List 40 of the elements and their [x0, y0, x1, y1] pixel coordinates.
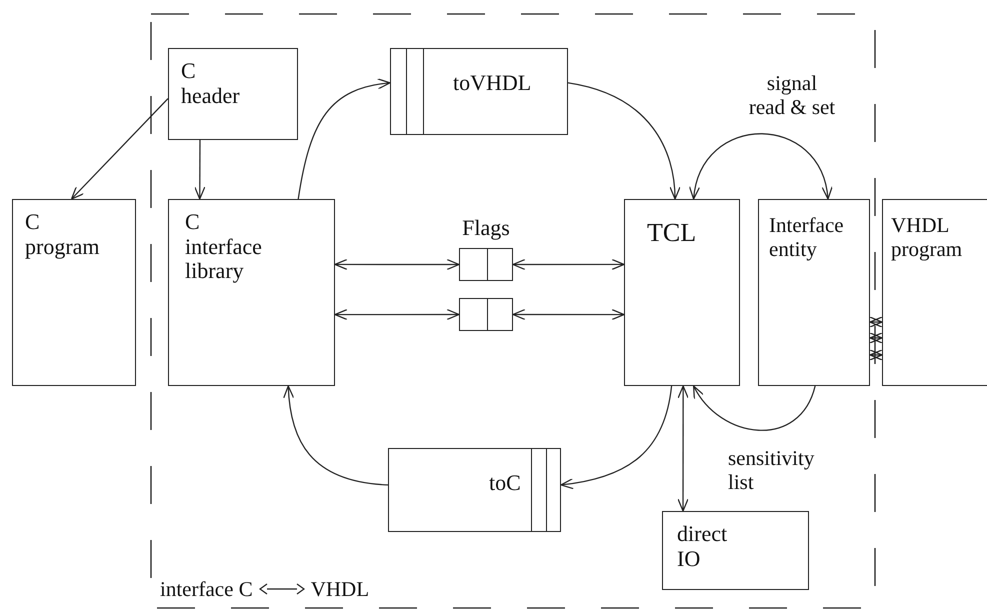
io-box [662, 511, 809, 590]
node-label: Interface entity [769, 214, 844, 262]
arrow [869, 332, 883, 344]
arrow [677, 385, 689, 512]
dashed-boundary [150, 13, 876, 609]
arrow [869, 316, 883, 328]
node-label: toC [489, 471, 521, 496]
process-box [624, 199, 740, 386]
node-label: TCL [647, 218, 696, 248]
arrow [568, 82, 680, 200]
node-caption: Flags [462, 215, 510, 241]
flag-register [459, 298, 513, 331]
node-label: C interface library [185, 210, 262, 284]
header-box [168, 48, 298, 140]
entity-box [758, 199, 870, 386]
arrow [298, 78, 391, 200]
queue-box [388, 448, 561, 532]
arrow [512, 308, 625, 320]
boundary-caption: interface C [160, 578, 253, 601]
arrow [283, 385, 388, 486]
node-label: C header [181, 59, 240, 108]
arrow [869, 349, 883, 361]
arrow [693, 385, 816, 431]
node-label: toVHDL [453, 71, 532, 96]
arrow [334, 308, 460, 320]
program-box [12, 199, 136, 386]
edge-label: sensitivity list [728, 447, 816, 494]
arrow [560, 386, 672, 489]
arrow [690, 133, 832, 200]
node-label: direct IO [677, 522, 728, 572]
node-label: C program [25, 210, 100, 260]
arrow [512, 258, 625, 270]
queue-box [390, 48, 568, 135]
boundary-caption: VHDL [310, 578, 370, 601]
program-box [882, 199, 987, 386]
library-box [168, 199, 335, 386]
arrow [334, 258, 460, 270]
node-label: VHDL program [891, 214, 962, 262]
edge-label: signal read & set [748, 72, 836, 120]
arrow [194, 140, 206, 200]
